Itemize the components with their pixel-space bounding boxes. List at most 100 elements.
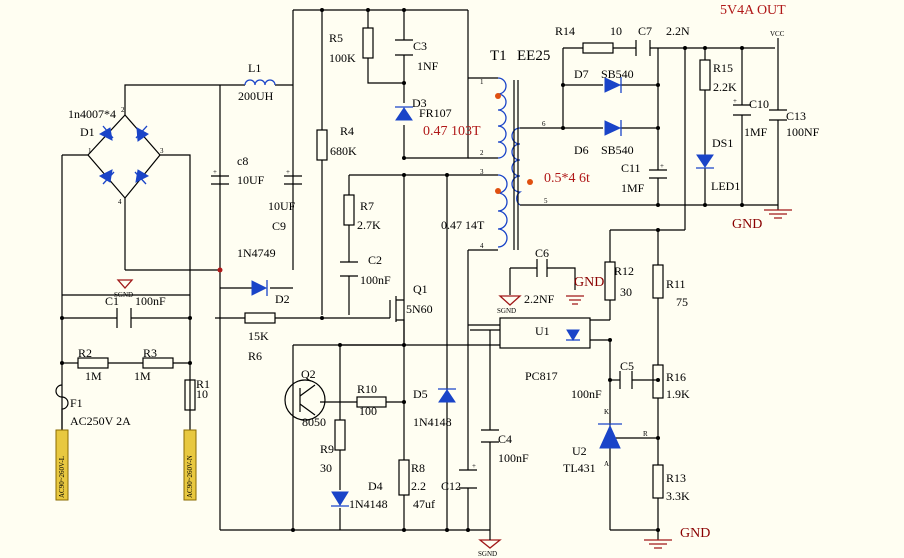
- d5-value: 1N4148: [413, 415, 452, 429]
- c8-ref: c8: [237, 154, 248, 168]
- c6-ref: C6: [535, 246, 549, 260]
- c10-ref: C10: [749, 97, 769, 111]
- c3-ref: C3: [413, 39, 427, 53]
- r4-ref: R4: [340, 124, 354, 138]
- diode-d2: [251, 280, 268, 296]
- r1-ref: R1: [196, 377, 210, 391]
- r4-value: 680K: [330, 144, 357, 158]
- r1-value: 10: [196, 387, 208, 401]
- bridge-pin1: 1: [88, 147, 92, 155]
- u2-pin-r: R: [643, 430, 648, 438]
- c13-value: 100NF: [786, 125, 820, 139]
- r5-value: 100K: [329, 51, 356, 65]
- r15-value: 2.2K: [713, 80, 737, 94]
- r7-value: 2.7K: [357, 218, 381, 232]
- c1-ref: C1: [105, 294, 119, 308]
- l1-ref: L1: [248, 61, 261, 75]
- r9-ref: R9: [320, 442, 334, 456]
- capacitor-c12: [459, 469, 477, 489]
- u2-pin-k: K: [604, 408, 609, 416]
- d3-ref: D3: [412, 96, 427, 110]
- r11-value: 75: [676, 295, 688, 309]
- t1-pin1: 1: [480, 78, 484, 86]
- led-ds1: [696, 154, 714, 169]
- capacitor-c8: [211, 175, 229, 185]
- resistor-r14: [582, 42, 614, 54]
- t1-core: EE25: [517, 48, 550, 64]
- capacitor-c11: [649, 169, 667, 179]
- r10-ref: R10: [357, 382, 377, 396]
- capacitor-c9: [284, 175, 302, 185]
- r13-value: 3.3K: [666, 489, 690, 503]
- c11-value: 1MF: [621, 181, 645, 195]
- d1-ref: D1: [80, 125, 95, 139]
- r7-ref: R7: [360, 199, 374, 213]
- t1-aux: 0.47 14T: [441, 218, 485, 232]
- diode-d6: [604, 120, 622, 136]
- resistor-r3: [142, 357, 174, 369]
- r12-value: 30: [620, 285, 632, 299]
- d1-value: 1n4007*4: [68, 107, 116, 121]
- t1-primary: 0.47 103T: [423, 124, 481, 139]
- c6-value: 2.2NF: [524, 292, 555, 306]
- resistor-r7: [343, 194, 355, 226]
- q1-ref: Q1: [413, 282, 428, 296]
- r16-value: 1.9K: [666, 387, 690, 401]
- resistor-r4: [316, 129, 328, 161]
- resistor-r6: [244, 312, 276, 324]
- diode-d7: [604, 77, 622, 93]
- bridge-rectifier-d1: [87, 114, 161, 199]
- c8-plus: +: [213, 168, 217, 176]
- r3-ref: R3: [143, 346, 157, 360]
- junction-dots: [60, 8, 744, 532]
- u1-ref: U1: [535, 324, 550, 338]
- u2-pin-a: A: [604, 460, 609, 468]
- bridge-pin3: 3: [160, 147, 164, 155]
- c10-plus: +: [733, 97, 737, 105]
- transistor-q2: [284, 379, 326, 421]
- r11-ref: R11: [666, 277, 686, 291]
- t1-secondary: 0.5*4 6t: [544, 171, 590, 186]
- c9-value: 10UF: [268, 199, 296, 213]
- d7-ref: D7: [574, 67, 589, 81]
- q2-ref: Q2: [301, 367, 316, 381]
- c1-value: 100nF: [135, 294, 166, 308]
- capacitor-c10: [733, 104, 751, 116]
- capacitor-c1: [116, 308, 132, 328]
- sgnd-label-1: SGND: [114, 291, 133, 299]
- resistor-r13: [652, 464, 664, 499]
- r15-ref: R15: [713, 61, 733, 75]
- r2-value: 1M: [85, 369, 102, 383]
- q2-value: 8050: [302, 415, 326, 429]
- transformer-t1: [495, 77, 533, 250]
- t1-pin2: 2: [480, 149, 484, 157]
- t1-pin3: 3: [480, 168, 484, 176]
- plug-acl: [55, 429, 69, 501]
- u1-value: PC817: [525, 369, 558, 383]
- d4-ref: D4: [368, 479, 383, 493]
- ds1-value: LED1: [711, 179, 740, 193]
- fuse-f1: [55, 384, 69, 430]
- q1-value: 5N60: [406, 302, 433, 316]
- c5-value: 100nF: [571, 387, 602, 401]
- r13-ref: R13: [666, 471, 686, 485]
- zener-1n4749: 1N4749: [237, 246, 276, 260]
- c2-value: 100nF: [360, 273, 391, 287]
- diode-d3: [395, 106, 413, 121]
- resistor-r16: [652, 364, 664, 399]
- diode-d4: [331, 491, 349, 507]
- plug-acn: [183, 429, 197, 501]
- u2-value: TL431: [563, 461, 596, 475]
- ds1-ref: DS1: [712, 136, 733, 150]
- gnd-label-out: GND: [732, 217, 762, 232]
- resistor-r1: [184, 379, 196, 411]
- c5-ref: C5: [620, 359, 634, 373]
- d4-value: 1N4148: [349, 497, 388, 511]
- capacitor-c6: [536, 259, 548, 277]
- optocoupler-u1: [499, 317, 591, 349]
- resistor-r5: [362, 27, 374, 59]
- r10-value: 100: [359, 404, 377, 418]
- plug-acl-label: AC90~260V-L: [58, 456, 66, 498]
- resistor-r10: [356, 396, 387, 408]
